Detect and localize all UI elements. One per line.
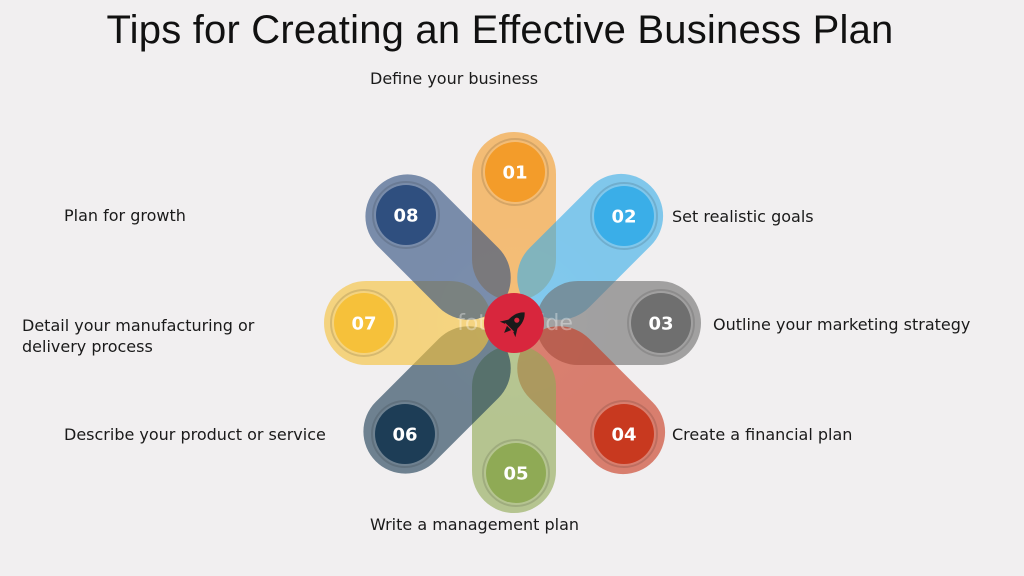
badge-ring-01	[481, 138, 549, 206]
rocket-icon	[499, 312, 525, 338]
center-hub	[484, 293, 544, 353]
badge-number-04: 04	[611, 425, 636, 446]
badge-group: 01 02 03 04 05 06 07 08	[330, 138, 695, 507]
badge-01	[485, 142, 545, 202]
label-02: Set realistic goals	[672, 207, 814, 226]
badge-03	[631, 293, 691, 353]
label-03: Outline your marketing strategy	[713, 315, 971, 334]
badge-02	[594, 186, 654, 246]
label-01: Define your business	[370, 69, 539, 88]
badge-ring-08	[372, 181, 440, 249]
badge-number-08: 08	[393, 206, 418, 227]
badge-number-03: 03	[648, 314, 673, 335]
badge-number-07: 07	[351, 314, 376, 335]
page-title: Tips for Creating an Effective Business …	[106, 8, 894, 52]
badge-07	[334, 293, 394, 353]
badge-number-01: 01	[502, 163, 527, 184]
label-04: Create a financial plan	[672, 425, 853, 444]
badge-ring-07	[330, 289, 398, 357]
badge-05	[486, 443, 546, 503]
badge-ring-05	[482, 439, 550, 507]
badge-number-05: 05	[503, 464, 528, 485]
badge-number-06: 06	[392, 425, 417, 446]
badge-ring-02	[590, 182, 658, 250]
badge-08	[376, 185, 436, 245]
label-08: Plan for growth	[64, 206, 186, 225]
badge-04	[594, 404, 654, 464]
badge-ring-06	[371, 400, 439, 468]
badge-06	[375, 404, 435, 464]
badge-number-02: 02	[611, 207, 636, 228]
badge-ring-04	[590, 400, 658, 468]
label-05: Write a management plan	[370, 515, 580, 534]
label-06: Describe your product or service	[64, 425, 326, 444]
label-07: Detail your manufacturing or delivery pr…	[22, 316, 255, 356]
badge-ring-03	[627, 289, 695, 357]
